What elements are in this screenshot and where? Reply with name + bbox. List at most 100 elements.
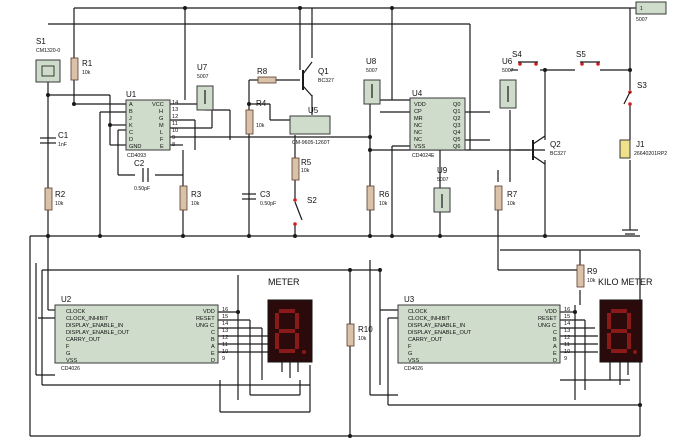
u2-pin-label: CARRY_OUT bbox=[66, 337, 101, 343]
u3-pin-number: 11 bbox=[564, 342, 570, 348]
switch-s2[interactable]: S2 bbox=[293, 196, 317, 226]
r10-ref: R10 bbox=[358, 325, 373, 334]
u3-pin-label: E bbox=[553, 351, 557, 357]
u2-pin-number: 13 bbox=[222, 328, 228, 334]
u4-pin-label: NC bbox=[414, 137, 422, 143]
module-u9: U9 5007 bbox=[433, 166, 451, 213]
s4-ref: S4 bbox=[512, 50, 522, 59]
u1-pin-label: D bbox=[129, 137, 133, 143]
switch-s5[interactable]: S5 bbox=[576, 50, 600, 66]
resistor-r9: R9 10k bbox=[576, 264, 598, 288]
u2-pin-label: B bbox=[211, 337, 215, 343]
u1-pin-label: K bbox=[129, 123, 133, 129]
u1-pin-label: GND bbox=[129, 144, 141, 150]
u3-pin-label: VDD bbox=[545, 309, 557, 315]
u1-pin-label: J bbox=[129, 116, 132, 122]
u3-pin-label: CLOCK_INHIBIT bbox=[408, 316, 451, 322]
u2-pin-label: VDD bbox=[203, 309, 215, 315]
u2-pin-number: 14 bbox=[222, 321, 228, 327]
u2-pin-label: UNG C bbox=[196, 323, 214, 329]
resistor-r4: R4 10k bbox=[245, 99, 267, 135]
seven-segment-display-kilometer: KILO METER bbox=[598, 277, 653, 363]
u1-pin-label: F bbox=[160, 137, 164, 143]
c3-ref: C3 bbox=[260, 190, 271, 199]
u3-pin-number: 14 bbox=[564, 321, 570, 327]
u1-pin-label: B bbox=[129, 109, 133, 115]
s2-ref: S2 bbox=[307, 196, 317, 205]
u2-pin-label: D bbox=[211, 358, 215, 364]
s5-ref: S5 bbox=[576, 50, 586, 59]
resistor-r2: R2 10k bbox=[44, 187, 66, 211]
u2-pin-label: DISPLAY_ENABLE_OUT bbox=[66, 330, 130, 336]
s1-ref: S1 bbox=[36, 37, 46, 46]
c1-ref: C1 bbox=[58, 131, 69, 140]
u2-pin-label: CLOCK_INHIBIT bbox=[66, 316, 109, 322]
switch-s4[interactable]: S4 bbox=[512, 50, 538, 66]
u9-ref: U9 bbox=[437, 166, 448, 175]
u3-ref: U3 bbox=[404, 295, 415, 304]
wires bbox=[29, 7, 645, 437]
transistor-q2: Q2 BC327 bbox=[532, 135, 566, 165]
meter-label: METER bbox=[268, 277, 300, 287]
u1-pin-label: G bbox=[159, 116, 163, 122]
c2-value: 0.50pF bbox=[134, 186, 150, 192]
r2-ref: R2 bbox=[55, 190, 66, 199]
u4-pin-label: NC bbox=[414, 123, 422, 129]
junction-dots bbox=[46, 6, 642, 438]
u4-pin-label: Q0 bbox=[453, 102, 460, 108]
capacitor-c2: C2 0.50pF bbox=[134, 159, 150, 192]
u8-ref: U8 bbox=[366, 57, 377, 66]
resistor-r10: R10 10k bbox=[346, 323, 373, 347]
q2-part: BC327 bbox=[550, 151, 566, 157]
kilo-meter-label: KILO METER bbox=[598, 277, 653, 287]
r1-value: 10k bbox=[82, 70, 91, 76]
u7-ref: U7 bbox=[197, 63, 208, 72]
r10-value: 10k bbox=[358, 336, 367, 342]
r7-ref: R7 bbox=[507, 190, 518, 199]
transistor-q1: Q1 BC327 bbox=[302, 61, 334, 97]
u1-pin-number: 14 bbox=[172, 100, 178, 106]
r9-ref: R9 bbox=[587, 267, 598, 276]
u3-pin-label: VSS bbox=[408, 358, 419, 364]
u6-ref: U6 bbox=[502, 57, 513, 66]
c2-ref: C2 bbox=[134, 159, 145, 168]
u1-pin-number: 11 bbox=[172, 121, 178, 127]
u2-pin-label: E bbox=[211, 351, 215, 357]
r8-ref: R8 bbox=[257, 67, 268, 76]
u2-pin-number: 11 bbox=[222, 342, 228, 348]
u2-pin-label: RESET bbox=[196, 316, 215, 322]
u2-pin-label: C bbox=[211, 330, 215, 336]
u4-ref: U4 bbox=[412, 89, 423, 98]
u3-pin-label: CLOCK bbox=[408, 309, 428, 315]
q1-part: BC327 bbox=[318, 78, 334, 84]
u1-pin-number: 8 bbox=[172, 142, 175, 148]
u1-pin-label: L bbox=[160, 130, 163, 136]
switch-s3[interactable]: S3 bbox=[623, 81, 647, 106]
u2-pin-label: G bbox=[66, 351, 70, 357]
r7-value: 10k bbox=[507, 201, 516, 207]
switch-s1[interactable]: S1 CM1320-0 bbox=[35, 37, 61, 83]
q2-ref: Q2 bbox=[550, 140, 561, 149]
u2-part: CD4026 bbox=[61, 366, 80, 372]
r5-value: 10k bbox=[301, 168, 310, 174]
s1-part: CM1320-0 bbox=[36, 48, 60, 54]
u4-pin-label: Q2 bbox=[453, 116, 460, 122]
u3-pin-label: F bbox=[408, 344, 412, 350]
top-part: 5007 bbox=[636, 17, 648, 23]
u7-part: 5007 bbox=[197, 74, 209, 80]
u4-pin-label: VSS bbox=[414, 144, 425, 150]
r9-value: 10k bbox=[587, 278, 596, 284]
resistor-r5: R5 10k bbox=[291, 157, 312, 181]
r6-value: 10k bbox=[379, 201, 388, 207]
r6-ref: R6 bbox=[379, 190, 390, 199]
u1-pin-number: 9 bbox=[172, 135, 175, 141]
r5-ref: R5 bbox=[301, 158, 312, 167]
u4-pin-label: Q4 bbox=[453, 130, 460, 136]
u8-part: 5007 bbox=[366, 68, 378, 74]
chip-u3: U3 CD4026 CLOCK CLOCK_INHIBIT DISPLAY_EN… bbox=[397, 295, 570, 372]
u1-pin-label: H bbox=[159, 109, 163, 115]
r3-value: 10k bbox=[191, 201, 200, 207]
u1-pin-label: VCC bbox=[152, 102, 164, 108]
u1-pin-number: 13 bbox=[172, 107, 178, 113]
module-top-5007: 1 5007 bbox=[635, 1, 667, 23]
